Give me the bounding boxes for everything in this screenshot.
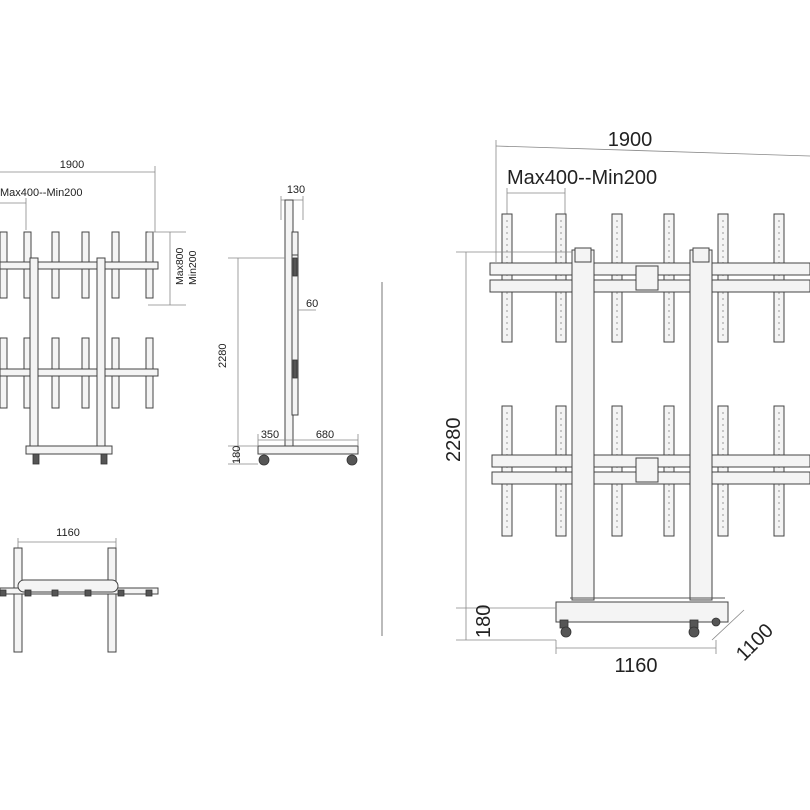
top-leg-right: [107, 547, 117, 653]
vesa-strip: [773, 405, 785, 537]
front-small-wheel-left: [32, 453, 40, 465]
vesa-strip: [773, 213, 785, 343]
perspective-wheel-left: [560, 626, 572, 638]
front-small-pole-left: [29, 257, 39, 455]
front-small-rail-top: [0, 261, 159, 270]
vesa-strip: [501, 405, 513, 537]
perspective-wheel-right: [688, 626, 700, 638]
front-small-pole-right: [96, 257, 106, 455]
side-base: [257, 445, 359, 455]
perspective-pole-right: [689, 249, 713, 601]
perspective-base: [555, 601, 729, 623]
side-height-label: 2280: [217, 344, 229, 368]
vesa-strip: [717, 405, 729, 537]
side-foot-front-label: 350: [261, 429, 279, 441]
perspective-width-label: 1900: [608, 129, 653, 151]
perspective-strips-top: [501, 213, 785, 343]
front-view-small: 1900 Max400--Min200 Max800 Min200: [0, 159, 199, 465]
front-small-vertical-min-label: Min200: [187, 250, 199, 285]
perspective-view: 1900 Max400--Min200 2280: [443, 129, 810, 677]
side-wheel-front: [258, 454, 270, 466]
side-wheel-back: [346, 454, 358, 466]
side-foot-back-label: 680: [316, 429, 334, 441]
front-small-base: [25, 445, 113, 455]
vesa-strip: [611, 405, 623, 537]
front-small-vertical-max-label: Max800: [174, 247, 186, 285]
vesa-strip: [663, 213, 675, 343]
vesa-strip: [611, 213, 623, 343]
top-leg-left: [13, 547, 23, 653]
perspective-height-label: 2280: [443, 418, 465, 463]
vesa-strip: [555, 213, 567, 343]
top-width-label: 1160: [56, 527, 80, 539]
top-base-bar: [17, 579, 119, 593]
front-small-rail-bottom: [0, 368, 159, 377]
front-small-width-label: 1900: [60, 159, 84, 171]
side-view: 130 60 2280 350 680 180: [217, 184, 359, 466]
perspective-base-height-label: 180: [473, 605, 495, 638]
vesa-strip: [663, 405, 675, 537]
perspective-connector-bottom: [635, 457, 659, 483]
perspective-base-depth-label: 1100: [732, 620, 778, 666]
side-base-height-label: 180: [231, 446, 243, 464]
side-depth-label: 130: [287, 184, 305, 196]
front-small-vesa-label: Max400--Min200: [0, 187, 83, 199]
side-mount-plate: [291, 254, 299, 416]
side-offset-label: 60: [306, 298, 318, 310]
perspective-connector-top: [635, 265, 659, 291]
perspective-base-width-label: 1160: [614, 655, 657, 677]
perspective-vesa-label: Max400--Min200: [507, 167, 657, 189]
vesa-strip: [555, 405, 567, 537]
vesa-strip: [501, 213, 513, 343]
front-small-wheel-right: [100, 453, 108, 465]
vesa-strip: [717, 213, 729, 343]
top-view: 1160: [0, 527, 159, 653]
perspective-pole-left: [571, 249, 595, 601]
